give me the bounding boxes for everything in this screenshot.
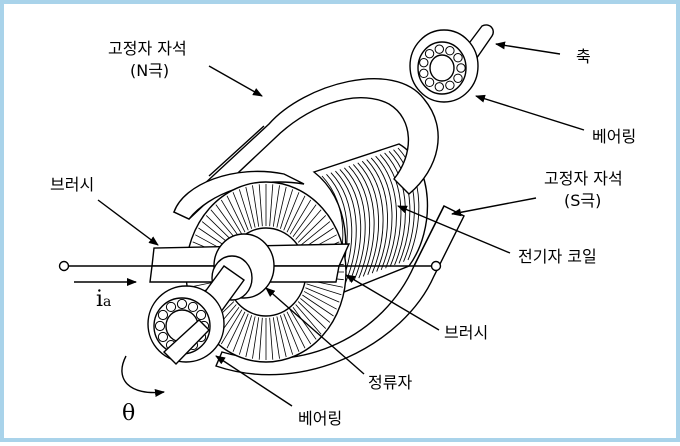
label-armature-coil: 전기자 코일 bbox=[518, 247, 597, 266]
label-brush-right: 브러시 bbox=[444, 323, 488, 342]
dc-motor-diagram: 고정자 자석 (N극) 축 베어링 고정자 자석 (S극) 전기자 코일 브러시… bbox=[50, 24, 636, 428]
commutator-segment-line bbox=[279, 315, 294, 355]
label-s-pole: (S극) bbox=[564, 191, 601, 210]
label-stator-magnet-n: 고정자 자석 bbox=[108, 39, 187, 58]
commutator-segment-line bbox=[283, 192, 300, 231]
commutator-segment-line bbox=[302, 294, 334, 317]
commutator-segment-line bbox=[258, 184, 263, 227]
commutator-segment-line bbox=[220, 199, 243, 235]
stator-magnet-n bbox=[172, 78, 439, 220]
coil-winding-line bbox=[339, 169, 362, 282]
bearing-ball bbox=[445, 46, 455, 56]
commutator-segment-line bbox=[295, 304, 322, 335]
commutator-segment-line bbox=[289, 309, 312, 345]
commutator-segment-line bbox=[252, 317, 260, 359]
commutator-segment-line bbox=[276, 316, 287, 358]
commutator-segment-line bbox=[232, 313, 249, 352]
bearing-ball bbox=[434, 82, 444, 92]
coil-winding-line bbox=[357, 162, 379, 275]
label-stator-magnet-s: 고정자 자석 bbox=[544, 169, 623, 188]
bearing-ball bbox=[453, 73, 463, 83]
bearing-top bbox=[409, 24, 494, 103]
bearing-ball bbox=[157, 309, 169, 321]
coil-winding-line bbox=[375, 155, 397, 269]
terminal-right bbox=[430, 260, 442, 272]
bearing-ball bbox=[419, 57, 429, 68]
commutator-segment-line bbox=[286, 311, 306, 349]
label-n-pole: (N극) bbox=[130, 61, 169, 80]
bearing-ball bbox=[419, 68, 429, 79]
bearing-ball bbox=[157, 331, 169, 343]
commutator-segment-line bbox=[295, 209, 322, 240]
current-symbol: ia bbox=[96, 287, 111, 312]
bearing-ball bbox=[187, 301, 199, 313]
commutator-segment-line bbox=[252, 185, 260, 227]
label-bearing-bottom: 베어링 bbox=[298, 409, 342, 428]
terminal-left bbox=[58, 260, 70, 272]
commutator-segment-line bbox=[306, 283, 342, 296]
label-brush-left: 브러시 bbox=[50, 175, 94, 194]
commutator-segment-line bbox=[245, 186, 256, 228]
commutator-segment-line bbox=[238, 315, 253, 355]
coil-winding-line bbox=[393, 149, 415, 262]
label-bearing-top: 베어링 bbox=[592, 127, 636, 146]
commutator-segment-line bbox=[269, 317, 274, 360]
coil-winding-line bbox=[352, 164, 375, 277]
bearing-ball bbox=[445, 80, 455, 90]
commutator-segment-line bbox=[245, 316, 256, 358]
label-shaft: 축 bbox=[576, 47, 591, 66]
angle-symbol: θ bbox=[122, 401, 135, 426]
commutator-segment-line bbox=[220, 309, 243, 345]
bearing-ball bbox=[154, 320, 166, 332]
bearing-ball bbox=[434, 44, 444, 54]
commutator-segment-line bbox=[226, 195, 246, 233]
commutator-segment-line bbox=[269, 184, 274, 227]
commutator-segment-line bbox=[215, 204, 240, 237]
commutator-segment-line bbox=[300, 298, 331, 323]
commutator-segment-line bbox=[297, 301, 327, 329]
coil-winding-line bbox=[335, 170, 357, 284]
commutator-segment-line bbox=[297, 215, 327, 243]
leader-lines bbox=[97, 41, 585, 407]
commutator-segment-line bbox=[226, 311, 246, 349]
commutator-segment-line bbox=[272, 317, 280, 359]
coil-winding-line bbox=[361, 160, 384, 274]
commutator-segment-line bbox=[303, 291, 337, 310]
bearing-bottom bbox=[147, 285, 225, 365]
commutator-segment-line bbox=[300, 221, 331, 246]
coil-winding-line bbox=[344, 167, 366, 280]
coil-winding-line bbox=[388, 150, 411, 264]
bearing-ball bbox=[424, 48, 435, 59]
commutator-segment-line bbox=[272, 185, 280, 227]
label-commutator: 정류자 bbox=[368, 373, 412, 392]
commutator-segment-line bbox=[286, 195, 306, 233]
coil-winding-line bbox=[370, 157, 393, 271]
bearing-ball bbox=[165, 301, 177, 313]
coil-winding-lines bbox=[321, 147, 420, 289]
commutator-segment-line bbox=[305, 287, 340, 303]
commutator-segment-line bbox=[292, 307, 317, 340]
commutator-segment-line bbox=[258, 317, 263, 360]
bearing-balls-top bbox=[419, 44, 466, 92]
commutator-segment-line bbox=[276, 186, 287, 228]
rotation-arrow bbox=[121, 355, 165, 397]
bearing-ball bbox=[453, 53, 463, 63]
bearing-ball bbox=[176, 298, 188, 310]
commutator-segment-line bbox=[238, 189, 253, 229]
commutator-segment-line bbox=[232, 192, 249, 231]
commutator-segment-line bbox=[279, 189, 294, 229]
commutator-segment-line bbox=[283, 313, 300, 352]
bearing-ball bbox=[456, 63, 466, 73]
commutator-segment-line bbox=[210, 209, 237, 240]
coil-winding-line bbox=[366, 159, 388, 272]
commutator-segment-line bbox=[289, 199, 312, 235]
commutator-segment-line bbox=[292, 204, 317, 237]
bearing-ball bbox=[195, 309, 207, 321]
bearing-ball bbox=[424, 77, 435, 88]
